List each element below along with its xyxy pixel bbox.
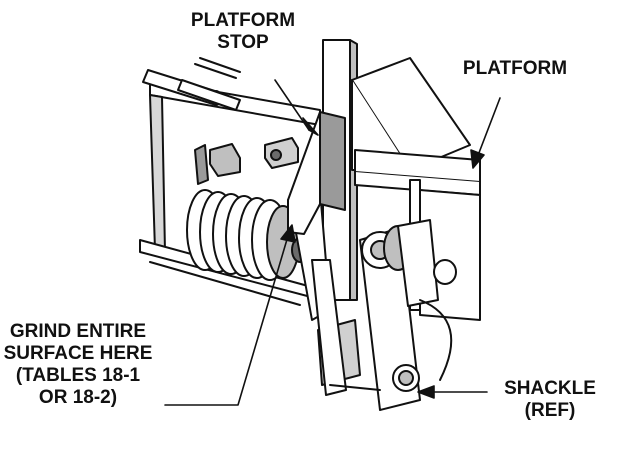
grind-label-line2: SURFACE HERE xyxy=(3,343,153,364)
rod-pins xyxy=(142,57,241,111)
shackle-callout: SHACKLE (REF) xyxy=(482,378,618,422)
platform-stop-callout: PLATFORM STOP xyxy=(178,10,308,54)
grind-label-line4: OR 18-2) xyxy=(38,387,118,408)
platform-stop-label-line2: STOP xyxy=(217,32,269,53)
grind-callout: GRIND ENTIRE SURFACE HERE (TABLES 18-1 O… xyxy=(0,321,156,409)
bracket-blocks xyxy=(194,137,299,185)
grind-label-line3: (TABLES 18-1 xyxy=(15,365,141,386)
platform-stop-label-line1: PLATFORM xyxy=(190,10,296,31)
shackle-assembly xyxy=(311,219,457,411)
shackle-label-line2: (REF) xyxy=(524,400,576,421)
grind-label-line1: GRIND ENTIRE xyxy=(9,321,147,342)
platform-stop-block xyxy=(287,111,346,235)
shackle-label-line1: SHACKLE xyxy=(504,378,596,399)
leader-lines xyxy=(164,79,501,406)
platform-callout: PLATFORM xyxy=(440,58,590,80)
platform-label: PLATFORM xyxy=(462,58,568,79)
